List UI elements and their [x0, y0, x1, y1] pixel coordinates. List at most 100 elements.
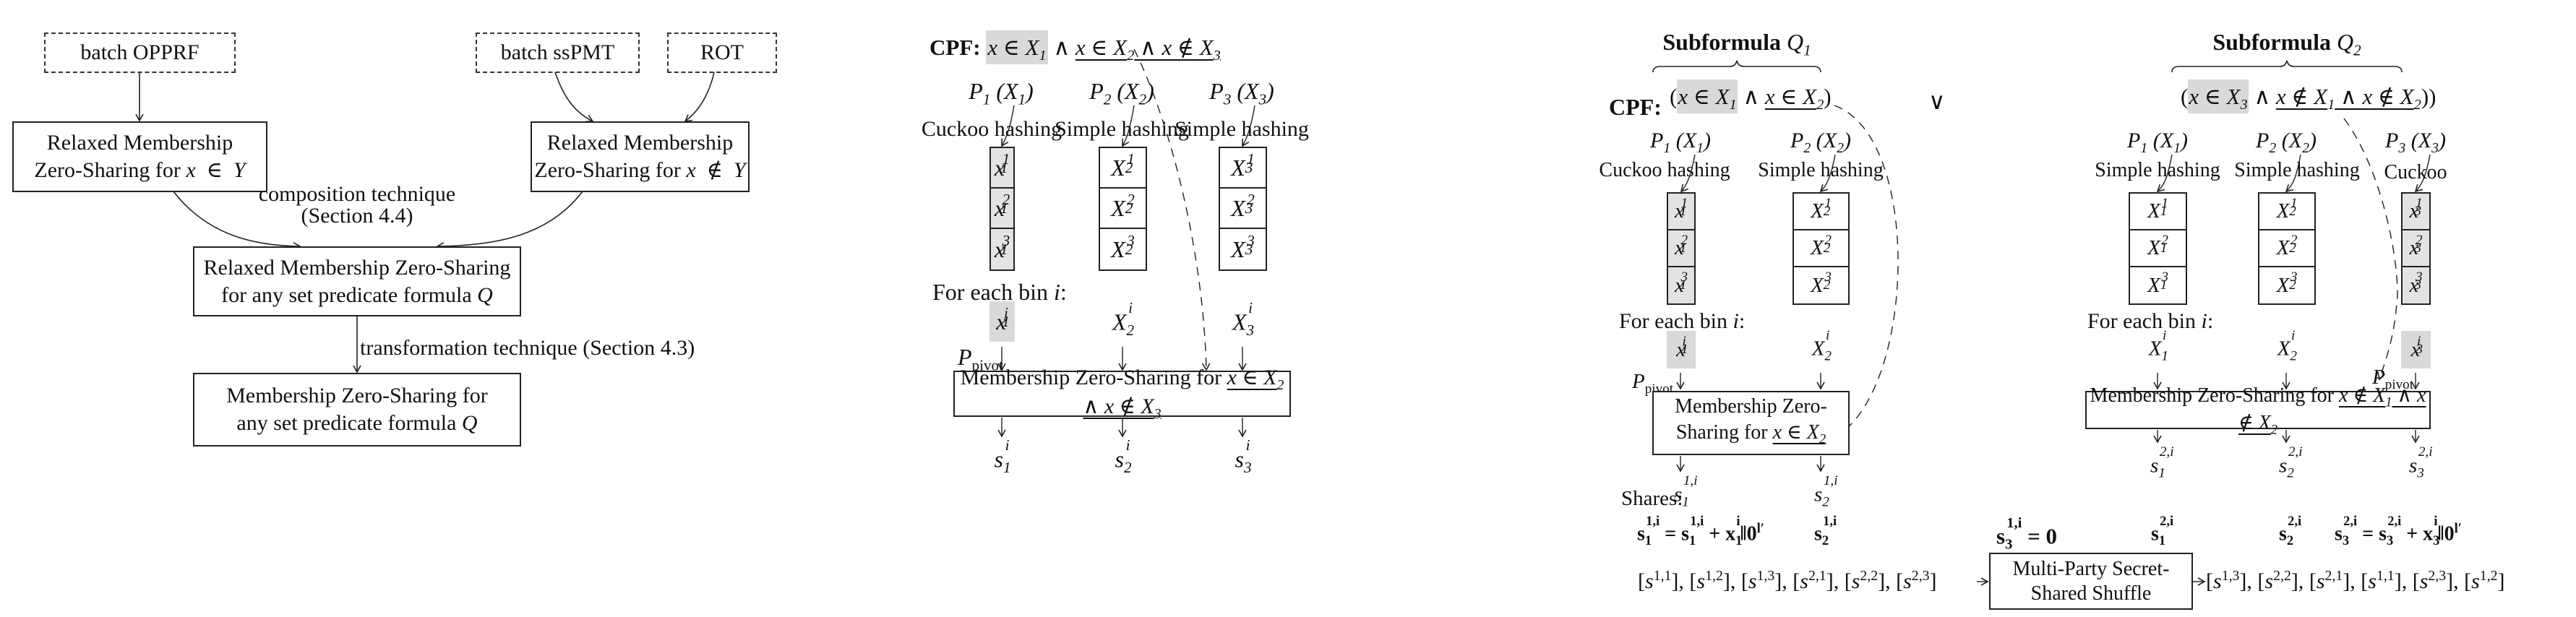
party-q2-p2: P2 (X2) [2256, 129, 2317, 156]
arrow-sspmt-to-relaxed-notin [554, 72, 594, 123]
relaxed-in-line1: Relaxed Membership [46, 131, 233, 155]
rot-label: ROT [700, 40, 744, 64]
arrow-q1-p2-hashing [1819, 154, 1836, 193]
mzs-box-b: Membership Zero-Sharing for x ∈ X2 ∧ x ∉… [953, 366, 1291, 422]
cpf-q1-highlight: x ∈ X1 [1677, 79, 1738, 113]
pivot-label-q2: Ppivot [2372, 366, 2414, 392]
relaxed-any-line1: Relaxed Membership Zero-Sharing [203, 255, 511, 280]
shuffle-input-item: [s1,2] [1689, 568, 1730, 593]
arrow-q1-p1-hashing [1680, 154, 1696, 193]
final-share-s1-1: s11,i = s11,i + x1i‖0l′ [1637, 514, 1764, 548]
shuffle-output-list: [s1,3], [s2,2], [s2,1], [s1,1], [s2,3], … [2206, 568, 2505, 593]
relaxed-membership-notin-box: Relaxed Membership Zero-Sharing for x ∉ … [531, 121, 750, 192]
relaxed-membership-any-box: Relaxed Membership Zero-Sharing for any … [193, 246, 521, 316]
arrow-q2-p2-hashing [2285, 154, 2301, 193]
shuffle-output-item: [s1,3] [2206, 568, 2247, 593]
shuffle-box: Multi-Party Secret- Shared Shuffle [1989, 553, 2193, 610]
shuffle-input-item: [s2,2] [1844, 568, 1886, 593]
cpf-q2-expression: (x ∈ X3 ∧ x ∉ X1 ∧ x ∉ X2)) [2181, 79, 2437, 113]
cpf-q1-underlined: x ∈ X2 [1764, 84, 1824, 113]
share-q1-s1: s11,i [1674, 473, 1698, 510]
shuffle-input-item: [s1,1] [1638, 568, 1679, 593]
shuffle-output-item: [s1,1] [2361, 568, 2402, 593]
cpf-b-underlined: x ∈ X2 ∧ x ∉ X3 [1075, 35, 1221, 64]
brace-q1 [1652, 60, 1821, 73]
for-each-bin-b: For each bin i: [932, 279, 1067, 305]
arrow-q2-p1-hashing [2156, 154, 2173, 193]
party-q1-p1: P1 (X1) [1650, 129, 1711, 156]
pivot-label-b: Ppivot [958, 344, 1003, 374]
share-q2-s1: s12,i [2150, 444, 2174, 481]
final-share-s2-1: s21,i [1814, 514, 1837, 548]
bin-i-b-p3: X3i [1232, 299, 1255, 340]
arrow-q2-p3-hashing [2414, 154, 2431, 193]
hashing-q2-p2: Simple hashing [2234, 159, 2360, 181]
arrow-p1-hashing [1001, 105, 1015, 147]
final-share-s2-2: s22,i [2279, 514, 2302, 548]
relaxed-membership-in-box: Relaxed Membership Zero-Sharing for x ∈ … [12, 121, 267, 192]
share-q2-s2: s22,i [2279, 444, 2303, 481]
share-b-s2: s2i [1115, 436, 1132, 477]
arrow-relaxed-notin-to-any [436, 191, 583, 251]
final-share-s3-2: s32,i = s32,i + x3i‖0l′ [2335, 514, 2462, 548]
hashing-b-p2: Simple hashing [1055, 117, 1189, 141]
cpf-formula-b: CPF: x ∈ X1 ∧ x ∈ X2 ∧ x ∉ X3 [929, 30, 1221, 64]
arrow-p3-hashing [1242, 105, 1255, 147]
cpf-q2-underlined: x ∉ X1 ∧ x ∉ X2 [2275, 84, 2421, 113]
bin-i-b-p2: X2i [1112, 299, 1135, 340]
subformula-q2-title: Subformula Q2 [2212, 29, 2361, 59]
cpf-q1-expression: (x ∈ X1 ∧ x ∈ X2) [1670, 79, 1832, 113]
relaxed-in-line2: Zero-Sharing for x ∈ Y [34, 158, 246, 182]
cpf-q2-highlight: x ∈ X3 [2188, 79, 2249, 113]
hashing-q1-p2: Simple hashing [1758, 159, 1884, 181]
party-q2-p3: P3 (X3) [2385, 129, 2446, 156]
shuffle-input-item: [s2,1] [1793, 568, 1834, 593]
composition-technique-label: composition technique (Section 4.4) [258, 182, 456, 228]
shuffle-input-item: [s1,3] [1740, 568, 1782, 593]
batch-sspmt-box: batch ssPMT [476, 33, 640, 73]
hashing-q1-p1: Cuckoo hashing [1599, 159, 1730, 181]
shuffle-output-item: [s1,2] [2464, 568, 2505, 593]
shuffle-output-item: [s2,1] [2309, 568, 2350, 593]
final-share-s3-1: s31,i = 0 [1996, 515, 2057, 553]
rot-box: ROT [667, 33, 777, 73]
dashed-arrow-q2-to-mzs [2343, 118, 2398, 381]
shuffle-input-list: [s1,1], [s1,2], [s1,3], [s2,1], [s2,2], … [1638, 568, 1937, 593]
arrow-relaxed-in-to-any [173, 191, 301, 251]
hashing-q2-p3: Cuckoo [2384, 161, 2447, 184]
cpf-b-highlight: x ∈ X1 [986, 30, 1048, 64]
membership-any-box: Membership Zero-Sharing for any set pred… [193, 373, 521, 446]
relaxed-notin-line1: Relaxed Membership [546, 131, 734, 155]
final-line1: Membership Zero-Sharing for [226, 384, 488, 407]
final-line2: any set predicate formula Q [236, 411, 478, 435]
party-b-p2: P2 (X2) [1089, 78, 1154, 108]
share-q1-s2: s21,i [1814, 473, 1838, 510]
or-symbol: ∨ [1928, 88, 1946, 114]
batch-opprf-label: batch OPPRF [80, 40, 199, 64]
shares-label: Shares: [1621, 487, 1683, 510]
cpf-label-c: CPF: [1609, 94, 1662, 120]
mzs-box-q2: Membership Zero-Sharing for x ∉ X1 ∧ x ∉… [2085, 384, 2431, 436]
party-b-p1: P1 (X1) [969, 78, 1034, 108]
brace-q2 [2171, 60, 2403, 73]
bin-i-q1-p2: X2i [1811, 328, 1832, 364]
party-q1-p2: P2 (X2) [1790, 129, 1851, 156]
